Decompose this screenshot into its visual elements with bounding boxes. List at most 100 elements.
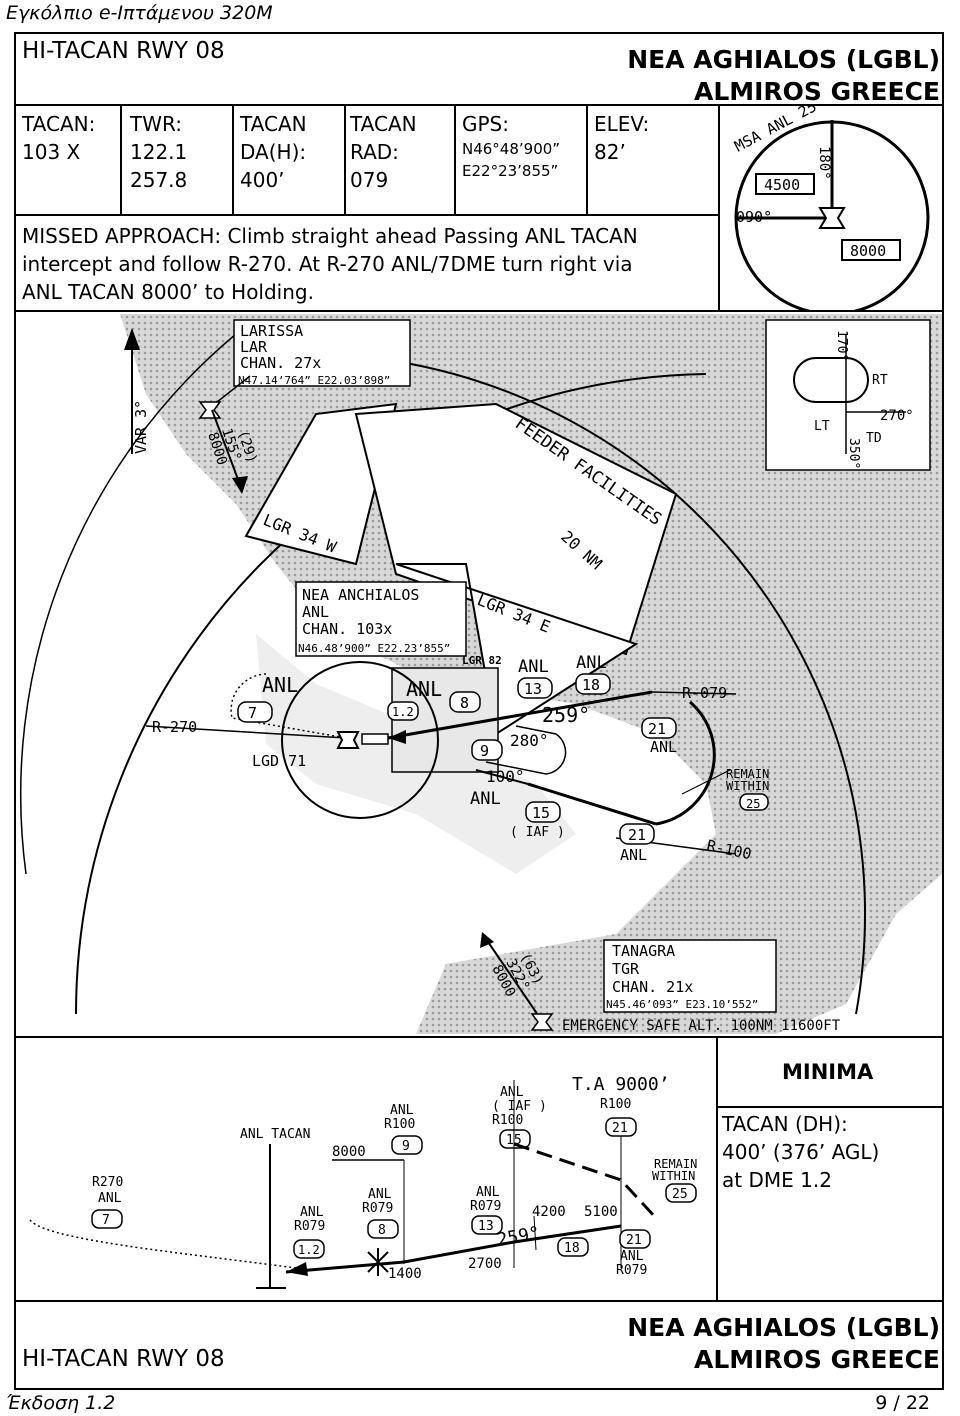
dme-value: 18 — [582, 676, 600, 694]
course-label: 280° — [510, 731, 549, 750]
leader-line — [681, 769, 731, 795]
divider — [718, 104, 720, 312]
airport-location: ALMIROS GREECE — [693, 1345, 940, 1374]
anl-coord: N46.48’900” E22.23’855” — [298, 642, 450, 655]
radial-label: R079 — [294, 1219, 325, 1234]
tanagra-name: TANAGRA — [612, 942, 675, 960]
dme-box — [387, 701, 419, 721]
minima-line: at DME 1.2 — [722, 1168, 832, 1192]
msa-diagram: MSA ANL 25 NM 180° 4500 090° 8000 — [731, 106, 930, 310]
dme-box — [391, 1135, 423, 1155]
hold-lt: LT — [814, 419, 830, 434]
arrow-head-icon — [480, 932, 494, 948]
dme-box — [739, 793, 769, 811]
minima-line: TACAN (DH): — [722, 1112, 848, 1136]
faf-cross-icon — [367, 1248, 389, 1276]
tgr-radial-line — [483, 935, 541, 1019]
radial-079-line — [651, 691, 737, 695]
remain-label: REMAIN — [654, 1157, 697, 1171]
tacan-symbol-icon — [336, 731, 360, 749]
chart-frame — [14, 32, 944, 1390]
dme-value: 21 — [612, 1121, 628, 1136]
dme-box — [619, 1229, 651, 1249]
plan-view: LGR 34 W LGR 34 E FEEDER FACILITIES 20 N… — [19, 314, 942, 1034]
elev-info: ELEV: 82’ — [594, 110, 649, 166]
hold-td: TD — [866, 431, 882, 446]
dme-box — [91, 1209, 123, 1229]
tacan-info: TACAN: 103 X — [22, 110, 95, 166]
range-arc — [19, 333, 237, 875]
dme-box — [367, 1219, 399, 1239]
dme-value: 7 — [248, 704, 257, 722]
dme-value: 8 — [378, 1223, 386, 1238]
anl-label: ANL — [390, 1103, 414, 1118]
divider — [14, 1300, 944, 1302]
dme-value: 15 — [532, 804, 550, 822]
gps-label: GPS: — [462, 112, 509, 136]
divider — [14, 310, 944, 312]
rad-label: RAD: — [350, 140, 399, 164]
hold-270: 270° — [880, 408, 914, 424]
lgr82-label: LGR 82 — [462, 654, 502, 667]
var-label: VAR 3° — [132, 400, 150, 454]
within-label: WITHIN — [726, 779, 769, 793]
divider — [120, 104, 122, 216]
airport-name: NEA AGHIALOS (LGBL) — [627, 45, 940, 74]
footer-title: HI-TACAN RWY 08 — [22, 1346, 225, 1372]
tacan-value: 103 X — [22, 140, 81, 164]
iaf-label: ( IAF ) — [492, 1099, 547, 1114]
divider — [454, 104, 456, 216]
page-number: 9 / 22 — [875, 1392, 930, 1414]
dme-value: 25 — [746, 797, 760, 811]
altitude-label: 5100 — [584, 1204, 618, 1220]
dme-value: 25 — [672, 1187, 688, 1202]
dme-box — [471, 1215, 503, 1235]
altitude-label: 8000 — [332, 1144, 366, 1160]
dme-box — [471, 739, 503, 761]
divider — [232, 104, 234, 216]
procedure-turn — [485, 725, 567, 775]
dme-box — [525, 801, 561, 823]
chart-title: HI-TACAN RWY 08 — [22, 38, 225, 64]
dme-value: 18 — [564, 1241, 580, 1256]
twr-label: TWR: — [130, 112, 183, 136]
hold-rt: RT — [872, 373, 888, 388]
anl-box — [295, 581, 467, 657]
feeder-arc — [315, 353, 867, 1015]
tanagra-box — [603, 939, 777, 1013]
radial-label: R100 — [492, 1113, 523, 1128]
footer-airport: NEA AGHIALOS (LGBL) ALMIROS GREECE — [627, 1312, 940, 1376]
gps-info: GPS: N46°48’900” E22°23’855” — [462, 110, 560, 182]
da-label: DA(H): — [240, 140, 307, 164]
emergency-alt-label: EMERGENCY SAFE ALT. 100NM 11600FT — [562, 1018, 841, 1034]
anl-tacan-label: ANL TACAN — [240, 1127, 310, 1142]
dme-value: 21 — [628, 826, 646, 844]
divider — [586, 104, 588, 216]
hold-350: 350° — [846, 438, 861, 469]
dme-value: 1.2 — [298, 1243, 320, 1257]
restricted-area — [354, 402, 678, 656]
intermediate-profile — [513, 1142, 658, 1220]
runway — [361, 733, 389, 745]
airport-location: ALMIROS GREECE — [693, 77, 940, 106]
anl-ident: ANL — [302, 603, 329, 621]
rad-value: 079 — [350, 168, 389, 192]
lar-radial-line — [211, 409, 243, 491]
radial-label: R079 — [470, 1199, 501, 1214]
fix-line — [533, 1215, 537, 1251]
twr-info: TWR: 122.1 257.8 — [130, 110, 187, 194]
radial-label: R079 — [616, 1263, 647, 1278]
airport-header: NEA AGHIALOS (LGBL) ALMIROS GREECE — [627, 44, 940, 108]
elev-label: ELEV: — [594, 112, 650, 136]
airport-name: NEA AGHIALOS (LGBL) — [627, 1313, 940, 1342]
radial-label: R079 — [362, 1201, 393, 1216]
dme-box — [237, 701, 273, 723]
course-label: 259° — [542, 703, 590, 727]
anl-label: ANL — [262, 673, 298, 697]
dme-value: 9 — [402, 1139, 410, 1154]
elev-value: 82’ — [594, 140, 626, 164]
dme-value: 8 — [460, 694, 469, 712]
hold-170: 170° — [834, 330, 849, 361]
twr-value: 257.8 — [130, 168, 188, 192]
anl-name: NEA ANCHIALOS — [302, 586, 419, 604]
